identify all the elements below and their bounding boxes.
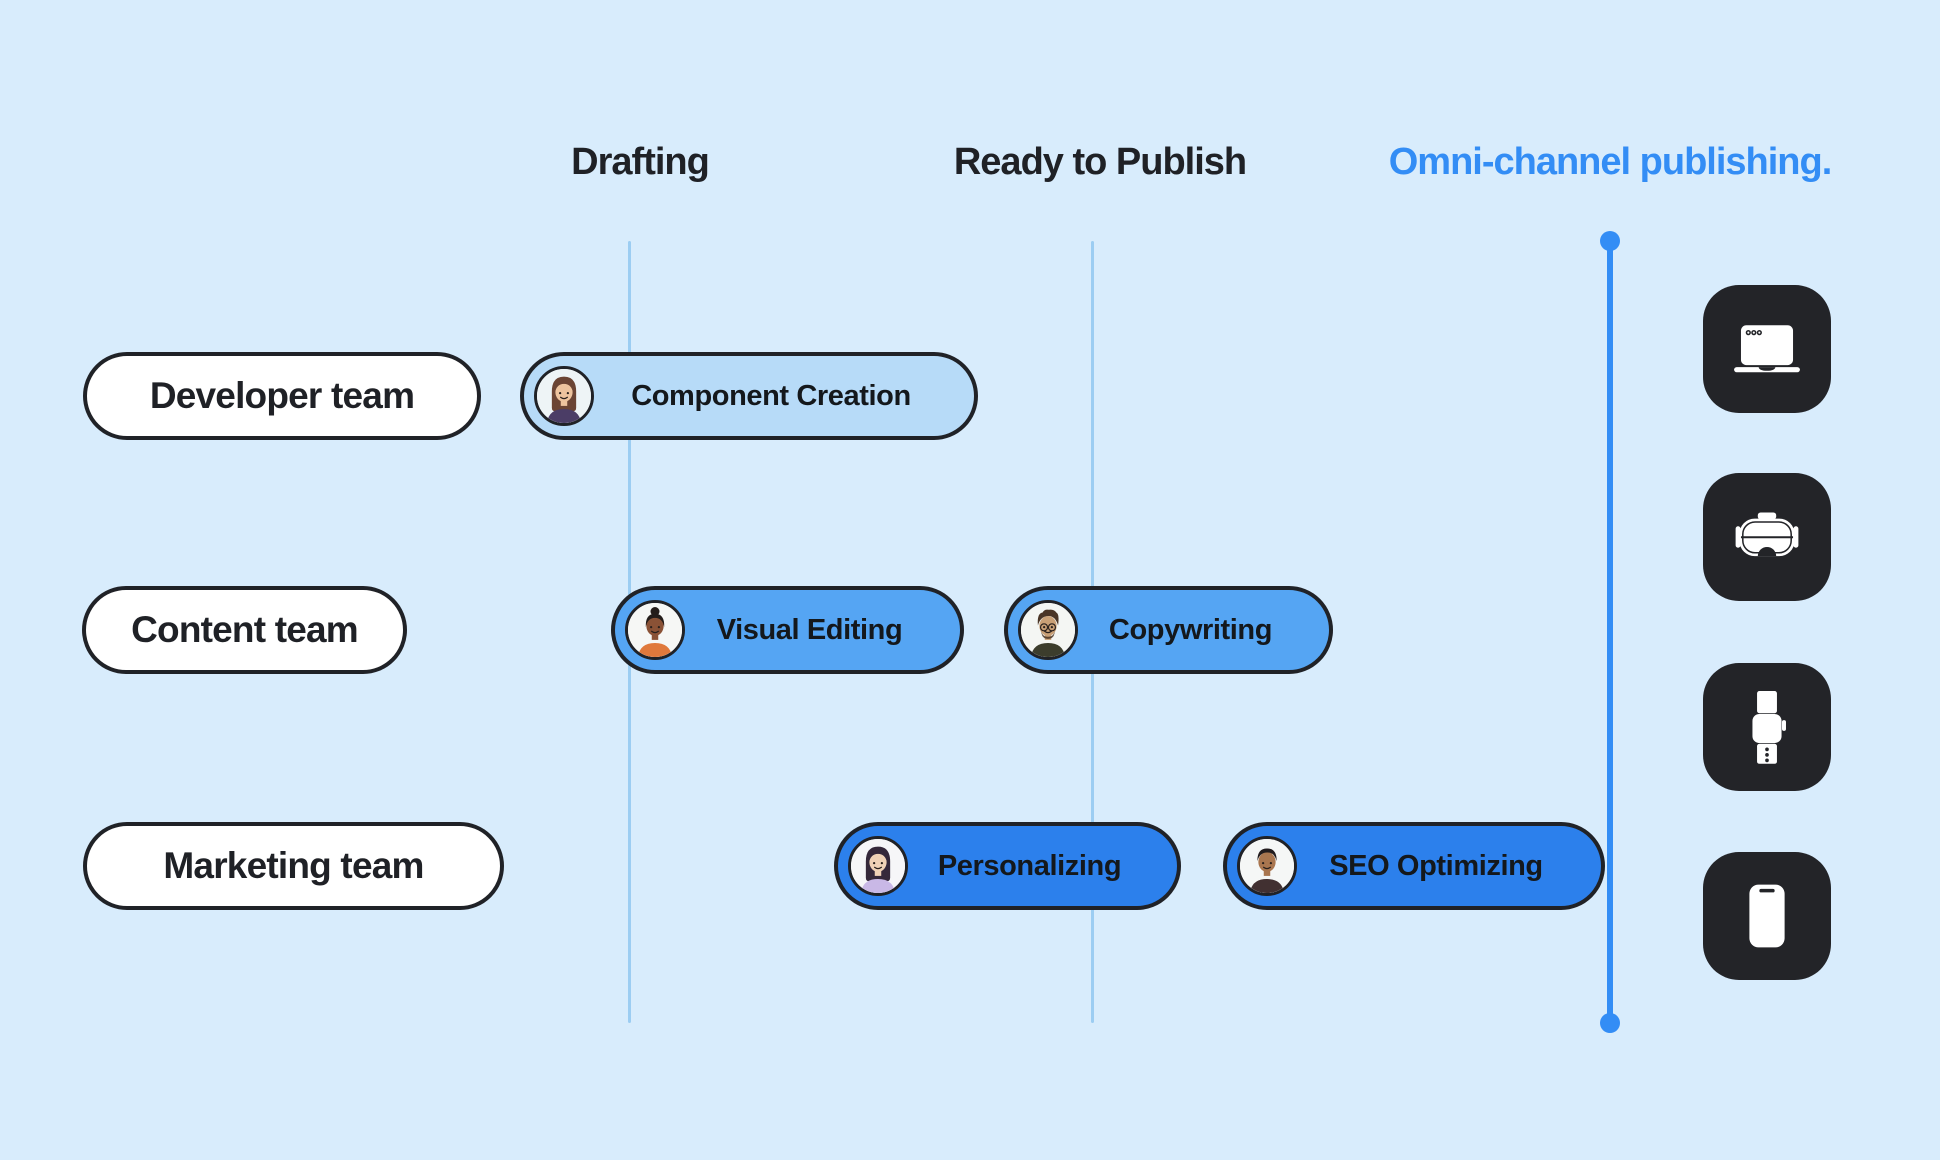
task-label: Component Creation [631, 379, 911, 412]
timeline-dot-bottom [1600, 1013, 1620, 1033]
task-pill-copywriting[interactable]: Copywriting [1004, 586, 1333, 674]
task-pill-visual-editing[interactable]: Visual Editing [611, 586, 964, 674]
avatar-man-curly-hair-glasses [1018, 600, 1078, 660]
device-card-smartwatch [1703, 663, 1831, 791]
omni-channel-timeline-line [1607, 241, 1613, 1023]
team-label: Marketing team [163, 845, 424, 886]
stage-header-omni-channel-publishing: Omni-channel publishing. [1388, 141, 1833, 183]
team-label: Content team [131, 609, 359, 650]
task-label: Personalizing [937, 849, 1122, 882]
task-pill-seo-optimizing[interactable]: SEO Optimizing [1223, 822, 1605, 910]
timeline-dot-top [1600, 231, 1620, 251]
avatar-woman-long-dark-hair [848, 836, 908, 896]
smartphone-icon [1749, 884, 1785, 948]
team-pill-content: Content team [82, 586, 407, 674]
avatar-woman-long-brown-hair [534, 366, 594, 426]
stage-header-ready-to-publish: Ready to Publish [953, 141, 1247, 183]
task-label: SEO Optimizing [1329, 849, 1543, 882]
avatar-woman-dark-skin-bun [625, 600, 685, 660]
team-pill-developer: Developer team [83, 352, 481, 440]
team-pill-marketing: Marketing team [83, 822, 504, 910]
task-label: Visual Editing [716, 613, 903, 646]
team-label: Developer team [149, 375, 415, 416]
laptop-icon [1734, 325, 1800, 373]
device-card-smartphone [1703, 852, 1831, 980]
stage-header-drafting: Drafting [571, 141, 710, 183]
task-pill-component-creation[interactable]: Component Creation [520, 352, 978, 440]
device-card-laptop [1703, 285, 1831, 413]
smartwatch-icon [1752, 691, 1786, 764]
vr-headset-icon [1735, 512, 1799, 557]
device-card-vr-headset [1703, 473, 1831, 601]
avatar-man-short-dark-hair [1237, 836, 1297, 896]
task-label: Copywriting [1108, 613, 1273, 646]
task-pill-personalizing[interactable]: Personalizing [834, 822, 1181, 910]
